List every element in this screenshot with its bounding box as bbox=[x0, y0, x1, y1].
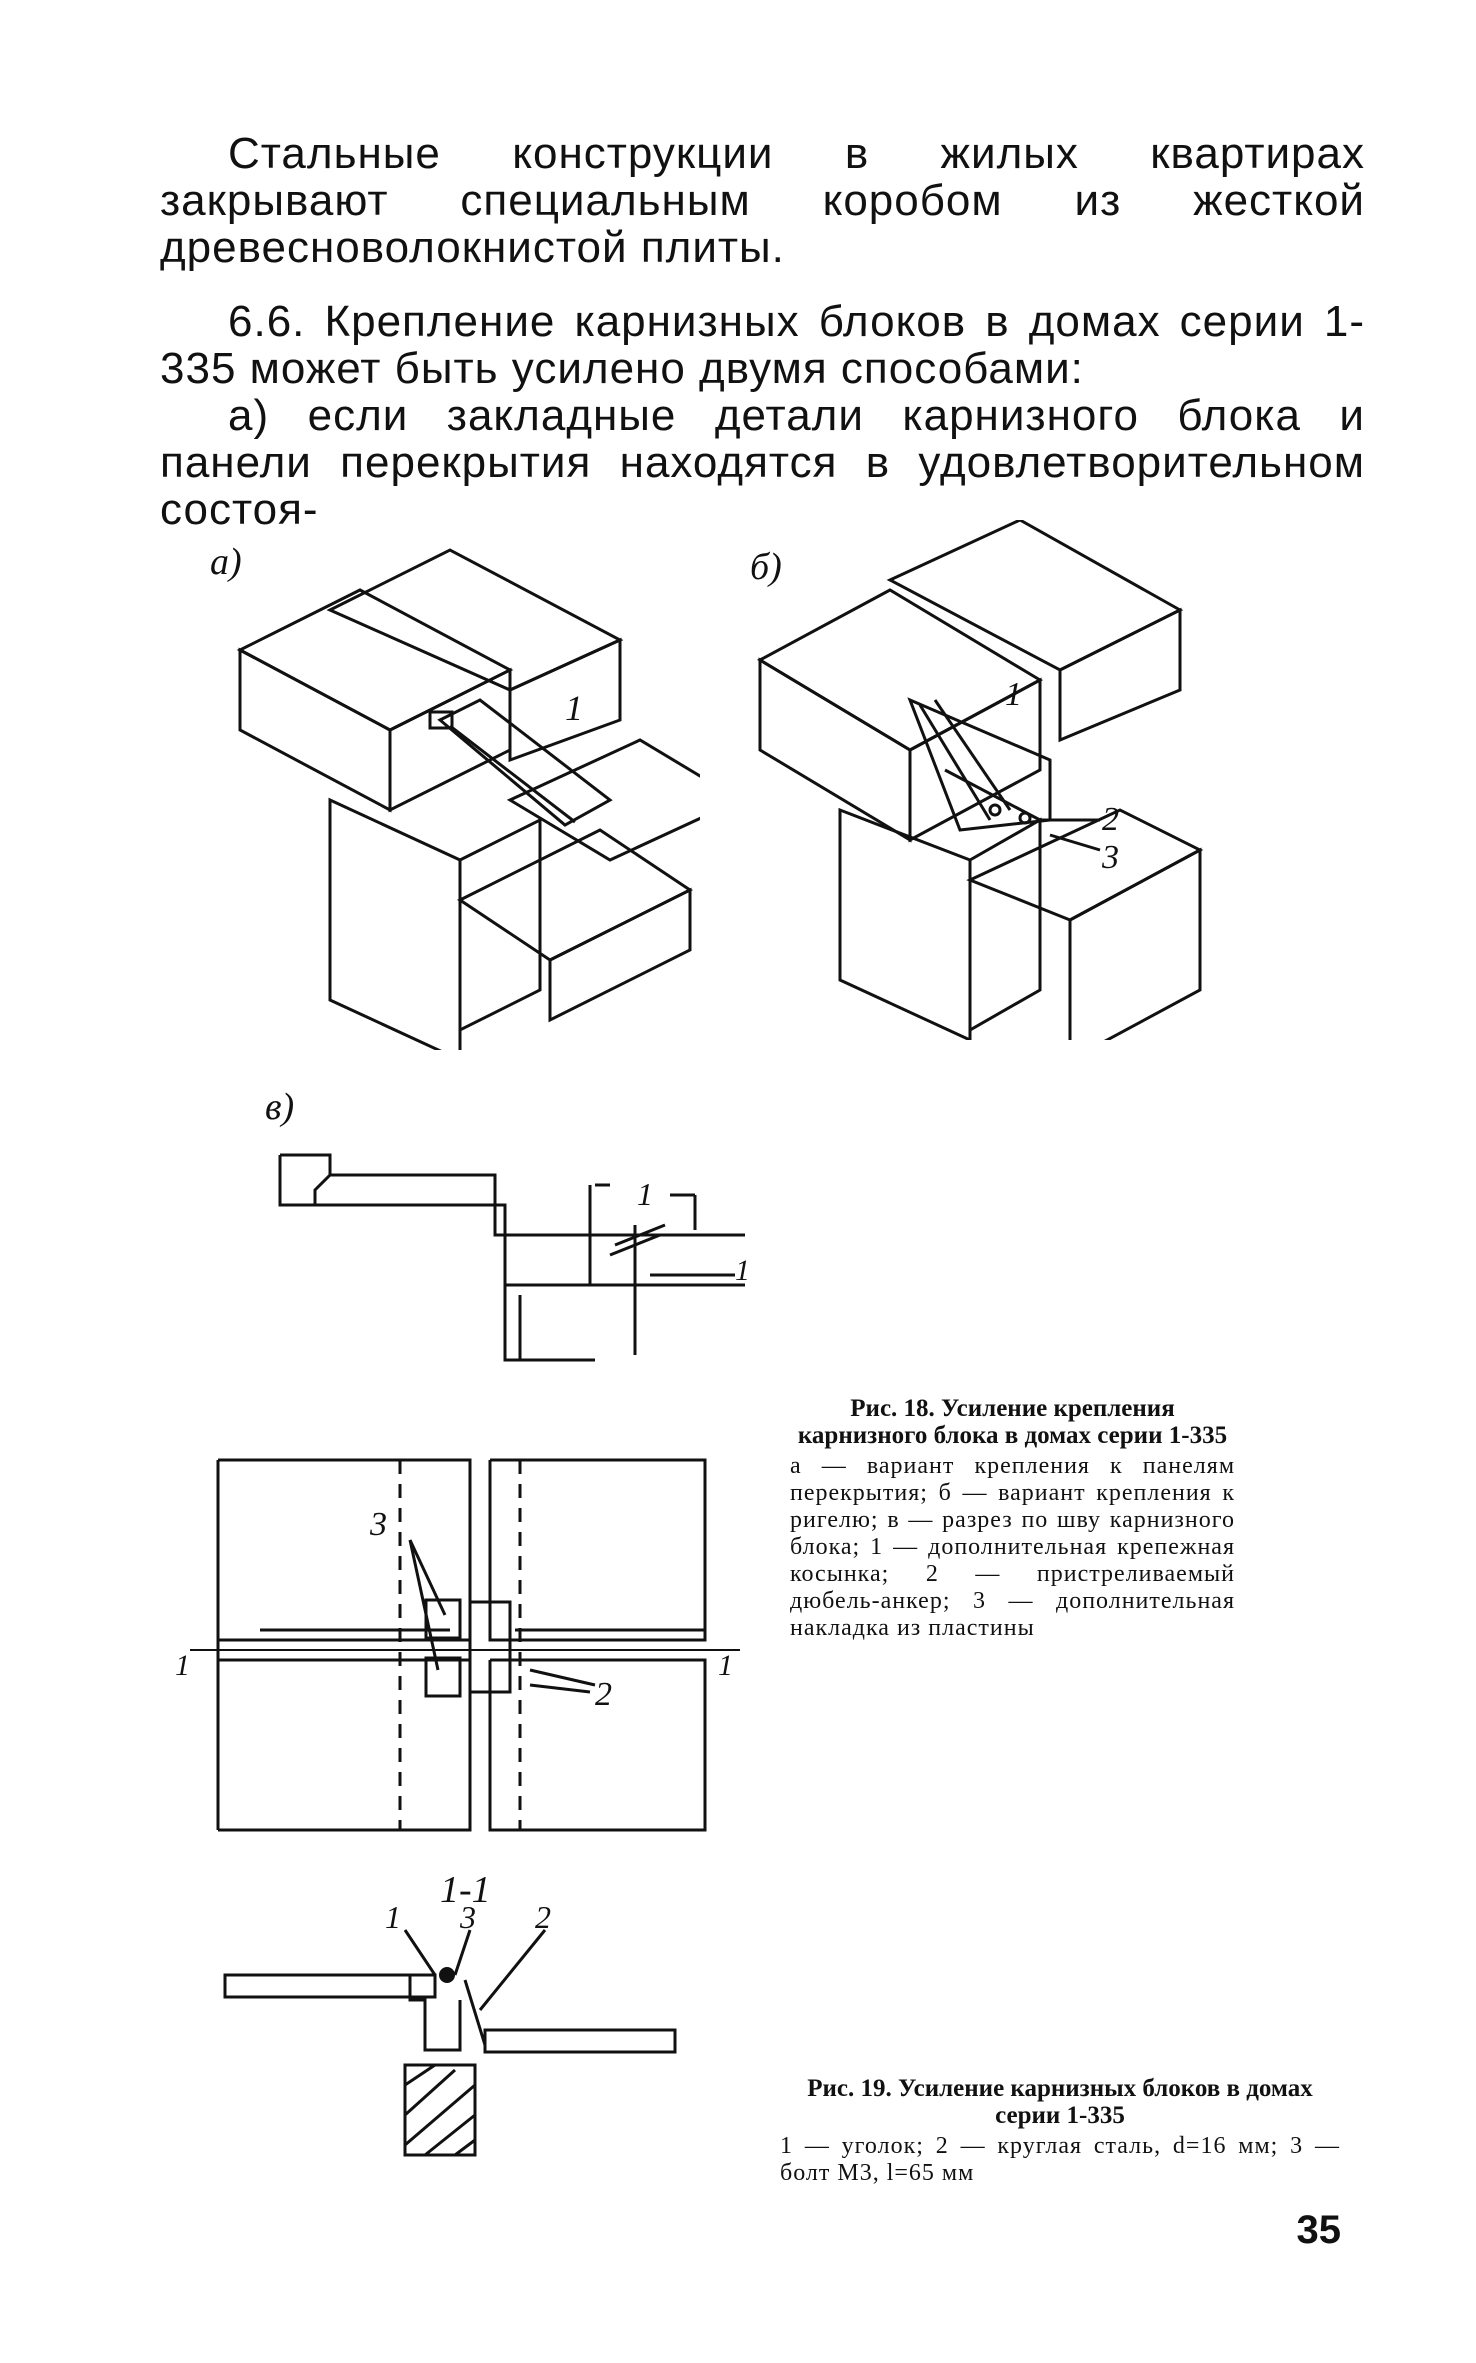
paragraph-3: а) если закладные детали карнизного блок… bbox=[160, 391, 1365, 534]
figure-label-b: б) bbox=[750, 546, 782, 588]
svg-text:1: 1 bbox=[1005, 676, 1022, 713]
svg-text:3: 3 bbox=[1101, 839, 1119, 876]
svg-text:3: 3 bbox=[459, 1900, 476, 1935]
isometric-drawing-a: 1 bbox=[236, 548, 744, 1063]
paragraph-2: 6.6. Крепление карнизных блоков в домах … bbox=[160, 297, 1365, 393]
figure-19-caption: Рис. 19. Усиление карнизных блоков в дом… bbox=[780, 2075, 1340, 2187]
paragraph-1: Стальные конструкции в жилых квартирах з… bbox=[160, 129, 1365, 272]
figure-18-caption: Рис. 18. Усиление крепления карнизного б… bbox=[790, 1395, 1235, 1642]
svg-text:1: 1 bbox=[565, 688, 583, 728]
plan-drawing: 3 2 1 1 bbox=[175, 1458, 740, 1832]
figure-19-legend: 1 — уголок; 2 — круглая сталь, d=16 мм; … bbox=[780, 2133, 1340, 2186]
svg-text:3: 3 bbox=[369, 1506, 387, 1543]
svg-text:1: 1 bbox=[718, 1649, 733, 1682]
isometric-drawing-b: 1 2 3 bbox=[756, 518, 1204, 1063]
figure-18-plan: 3 2 1 1 bbox=[170, 1430, 740, 1850]
svg-text:1: 1 bbox=[735, 1254, 750, 1287]
figure-18-legend: а — вариант крепления к панелям перекрыт… bbox=[790, 1453, 1235, 1641]
figure-19-drawing: 1 3 2 bbox=[223, 1899, 677, 2157]
figure-label-a: а) bbox=[210, 541, 242, 583]
svg-text:2: 2 bbox=[535, 1900, 551, 1935]
figure-18b: б) 1 2 3 bbox=[740, 518, 1260, 1063]
section-drawing-v: 1 1 bbox=[278, 1153, 750, 1362]
figure-19: 1 3 2 bbox=[215, 1899, 735, 2160]
figure-18a: а) 1 bbox=[180, 530, 744, 1063]
section-label: 1-1 bbox=[440, 1869, 491, 1911]
figure-19-title: Рис. 19. Усиление карнизных блоков в дом… bbox=[807, 2075, 1313, 2129]
page-number: 35 bbox=[1296, 2208, 1342, 2252]
svg-text:1: 1 bbox=[385, 1900, 401, 1935]
svg-text:1: 1 bbox=[175, 1649, 190, 1682]
figure-18v: в) 1 1 bbox=[265, 1085, 785, 1365]
svg-text:2: 2 bbox=[595, 1676, 612, 1713]
svg-text:1: 1 bbox=[637, 1176, 653, 1212]
figure-18-title: Рис. 18. Усиление крепления карнизного б… bbox=[797, 1395, 1228, 1449]
figure-label-v: в) bbox=[265, 1086, 295, 1128]
svg-text:2: 2 bbox=[1102, 801, 1119, 838]
